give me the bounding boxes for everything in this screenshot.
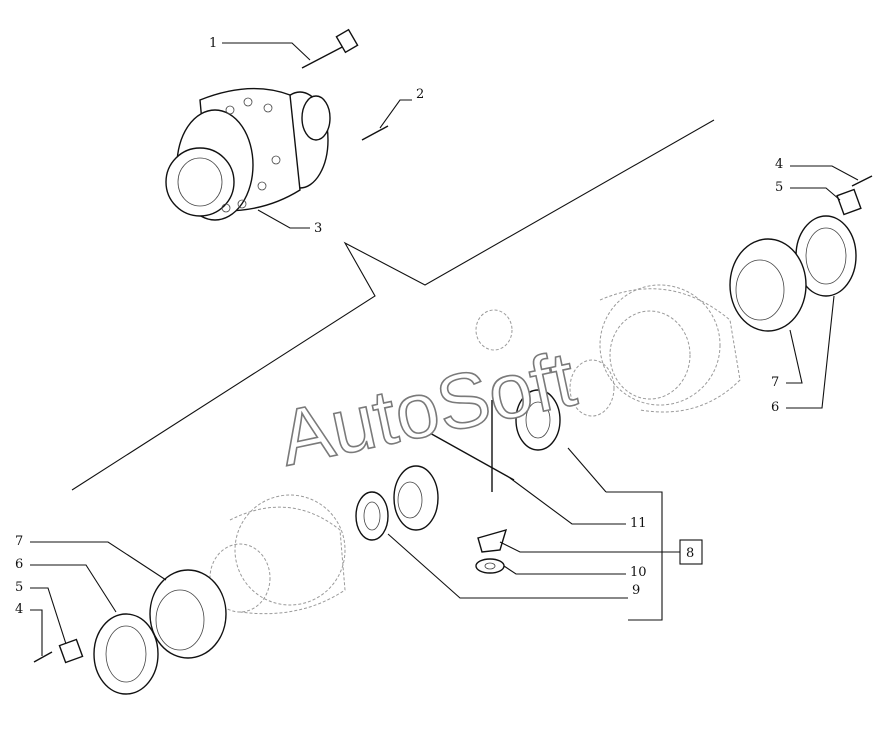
thrust-washer-9: [355, 491, 389, 541]
callout-6-right: 6: [771, 400, 779, 415]
thrust-washer-ghost: [475, 309, 615, 417]
callout-8-box: 8: [679, 539, 703, 565]
lock-plate-left: [58, 638, 84, 664]
callout-8: 8: [686, 546, 694, 561]
watermark-logo: AutoSoft: [272, 334, 583, 482]
callout-11: 11: [630, 516, 647, 531]
housing-half-right-ghost: [599, 284, 741, 413]
spider-cross-shaft: [427, 400, 515, 492]
callout-7-left: 7: [15, 534, 23, 549]
callout-2: 2: [416, 87, 424, 102]
roller-bearing-right: [729, 238, 807, 332]
callout-5-right: 5: [775, 180, 783, 195]
bearing-outer-ring-left: [93, 613, 159, 695]
callout-5-left: 5: [15, 580, 23, 595]
pinion-gear: [477, 528, 508, 553]
screw-right: [851, 175, 873, 187]
side-gear-lower: [393, 465, 439, 531]
callout-4-right: 4: [775, 157, 783, 172]
section-divider: [71, 119, 715, 491]
dowel-pin-part-2: [361, 125, 389, 141]
bolt-part-1: [301, 28, 359, 69]
callout-6-left: 6: [15, 557, 23, 572]
housing-half-left-ghost: [209, 494, 346, 615]
callout-4-left: 4: [15, 602, 23, 617]
callout-3: 3: [314, 221, 322, 236]
callout-7-right: 7: [771, 375, 779, 390]
roller-bearing-left: [149, 569, 227, 659]
callout-10: 10: [630, 565, 647, 580]
lock-plate-right: [836, 188, 862, 216]
callout-1: 1: [209, 36, 217, 51]
side-gear-upper: [515, 389, 561, 451]
callout-9: 9: [632, 583, 640, 598]
screw-left: [33, 651, 53, 663]
pinion-washer-10: [475, 558, 505, 574]
differential-housing-assembled: [165, 87, 331, 221]
